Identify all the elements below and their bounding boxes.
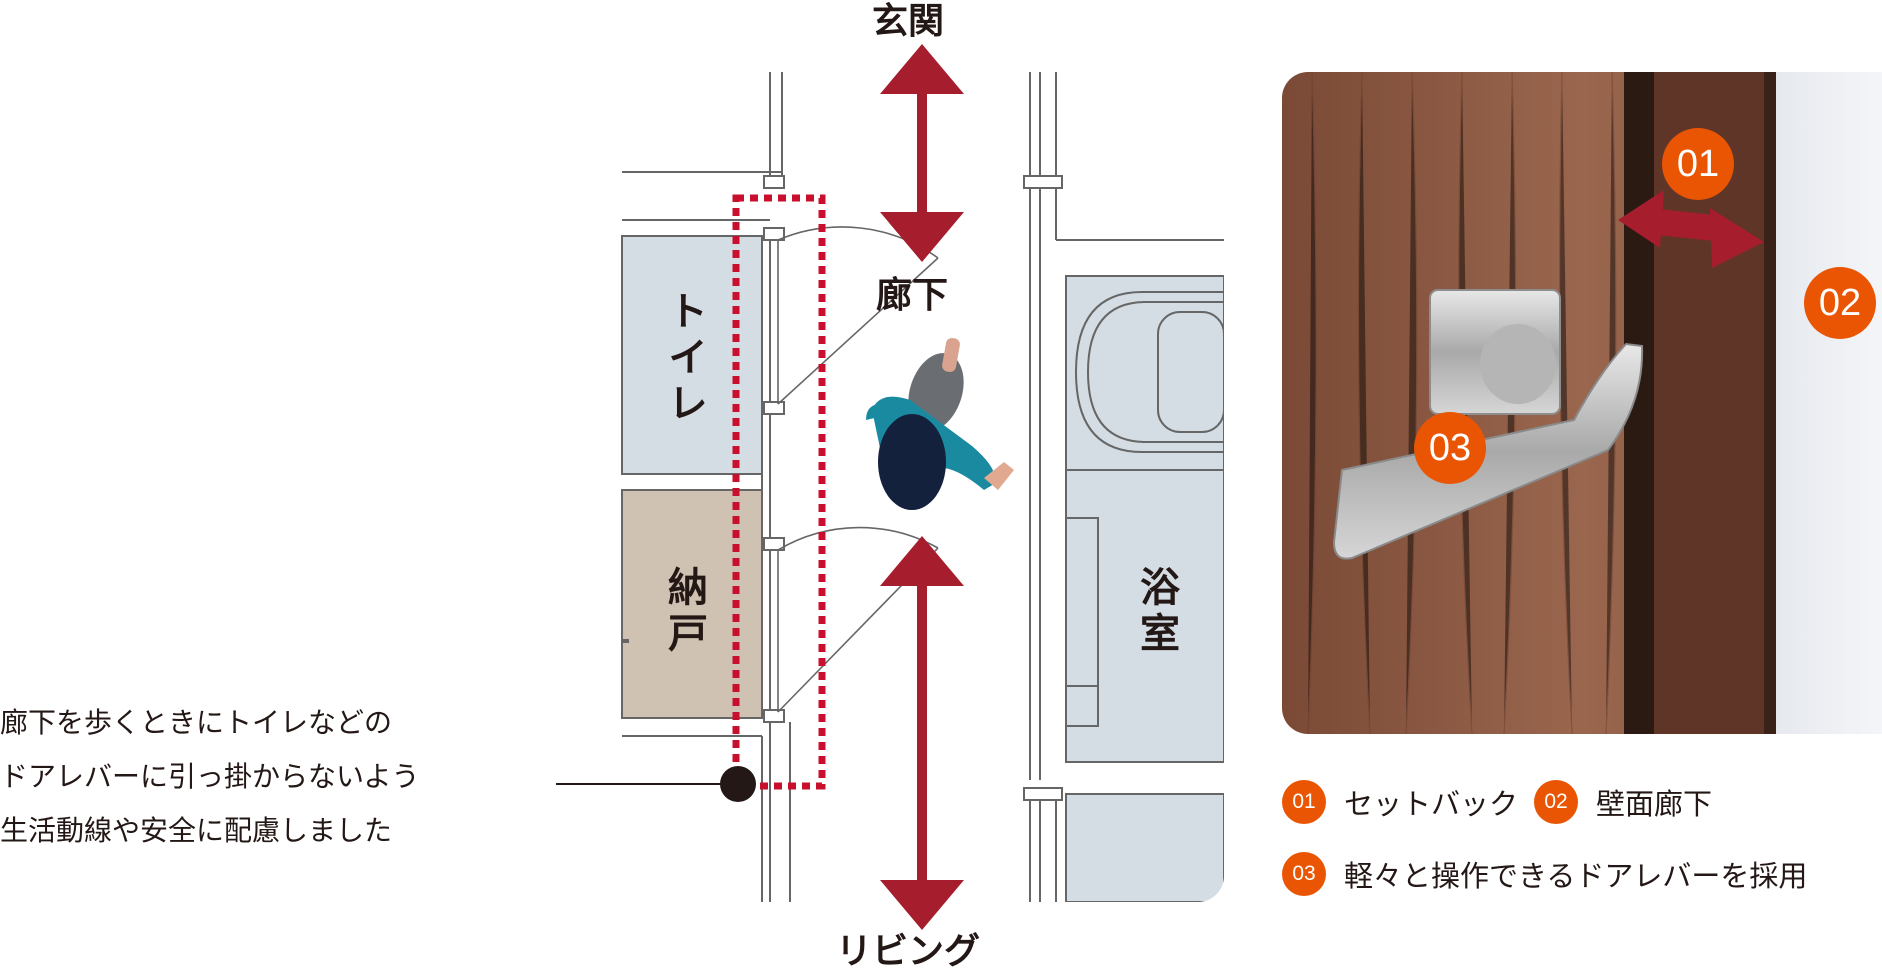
door-lever-illustration [1282,72,1882,734]
legend-number-01: 01 [1282,780,1326,824]
living-label: リビング [836,931,981,972]
floor-plan [556,44,1224,930]
caption-line-3: 生活動線や安全に配慮しました [0,814,393,847]
legend-number-02: 02 [1534,780,1578,824]
legend-text-02: 壁面廊下 [1596,787,1713,821]
door-lever-photo: 01 02 03 [1282,72,1882,734]
legend-item-03: 03 軽々と操作できるドアレバーを採用 [1282,852,1807,896]
legend-item-02: 02 壁面廊下 [1534,780,1712,824]
photo-badge-02: 02 [1804,267,1876,339]
toilet-label: トイレ [661,290,707,428]
caption-line-2: ドアレバーに引っ掛からないよう [0,760,420,793]
caption-line-1: 廊下を歩くときにトイレなどの [0,706,393,739]
caption-pointer-dot [720,766,756,802]
setback-highlight [732,194,826,790]
storage-label: 納戸 [661,566,707,658]
photo-badge-01: 01 [1662,128,1734,200]
legend-text-01: セットバック [1344,787,1519,821]
photo-badge-03: 03 [1414,412,1486,484]
bath-label: 浴室 [1133,566,1179,658]
entrance-label: 玄関 [872,1,945,42]
plan-area [621,72,1224,902]
legend-item-01: 01 セットバック [1282,780,1518,824]
storage-door-swing [777,526,939,712]
entrance-arrow [880,44,964,262]
person-figure [866,337,1014,510]
legend-text-03: 軽々と操作できるドアレバーを採用 [1344,859,1808,893]
hallway-label: 廊下 [876,275,949,316]
legend-number-03: 03 [1282,852,1326,896]
living-arrow [880,536,964,930]
